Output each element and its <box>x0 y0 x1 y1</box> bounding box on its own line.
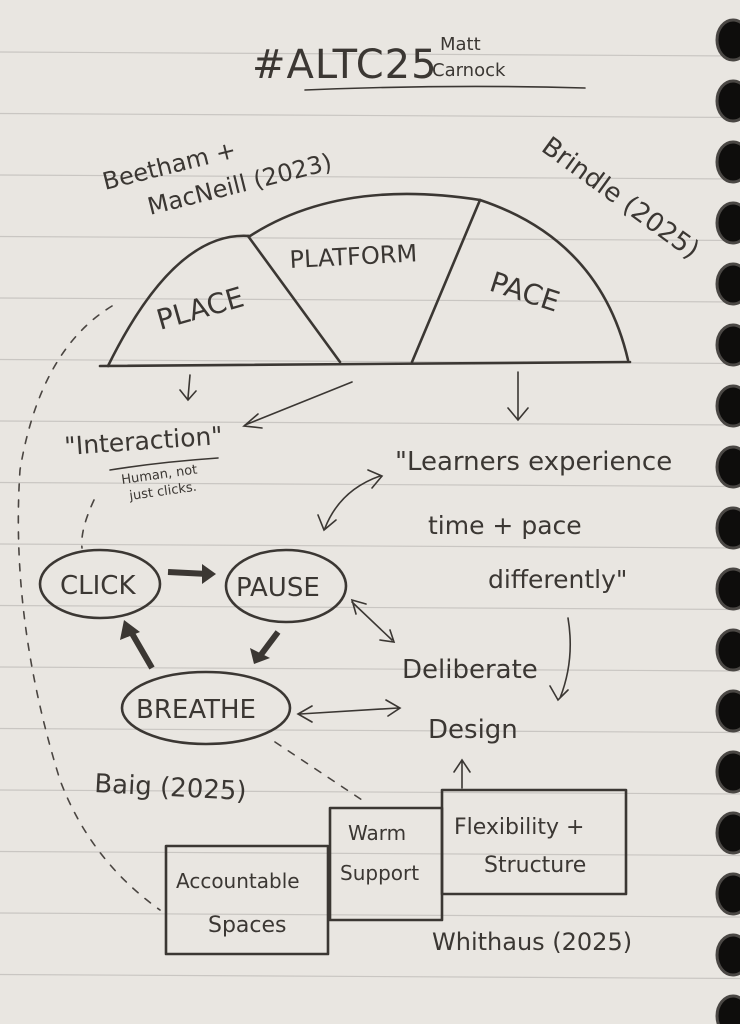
arch-segment-pace: PACE <box>486 265 564 318</box>
arrows-from-arch <box>179 371 529 429</box>
quote-line3: differently" <box>488 565 627 594</box>
spiral-ring <box>715 750 740 794</box>
spiral-ring <box>715 79 740 123</box>
dashed-link-interaction-click <box>80 499 95 549</box>
ruled-line <box>0 850 740 857</box>
spiral-ring <box>715 384 740 428</box>
spiral-ring <box>715 323 740 367</box>
author-first-name: Matt <box>440 34 481 55</box>
cycle-arrows <box>120 564 281 670</box>
citation-baig: Baig (2025) <box>94 769 248 807</box>
spiral-ring <box>715 872 740 916</box>
cycle-breathe: BREATHE <box>136 695 256 725</box>
ruled-line <box>0 973 740 980</box>
spiral-ring <box>715 689 740 733</box>
spiral-ring <box>715 445 740 489</box>
quote-to-design-arrow <box>549 617 572 702</box>
flex-to-design-arrow <box>453 758 471 789</box>
box-warm-line1: Warm <box>348 821 406 845</box>
flexibility-structure-box <box>440 788 628 896</box>
spiral-ring <box>715 140 740 184</box>
place-platform-pace-arch <box>98 192 632 368</box>
ruled-line <box>0 481 740 488</box>
ruled-line <box>0 112 740 119</box>
spiral-ring <box>715 18 740 62</box>
spiral-ring <box>715 262 740 306</box>
spiral-ring <box>715 994 740 1024</box>
ruled-line <box>0 543 740 549</box>
design-line2: Design <box>428 715 518 745</box>
cycle-pause: PAUSE <box>236 573 320 603</box>
box-accountable-line1: Accountable <box>176 869 300 893</box>
dashed-link-left <box>17 305 161 911</box>
spiral-ring <box>715 567 740 611</box>
spiral-ring <box>715 811 740 855</box>
ruled-line <box>0 789 740 795</box>
spiral-binding <box>715 18 740 1024</box>
arch-segment-place: PLACE <box>153 280 248 336</box>
box-flex-line2: Structure <box>484 853 586 878</box>
quote-to-cycle-arrow <box>317 469 384 532</box>
spiral-ring <box>715 628 740 672</box>
ruled-line <box>0 604 740 611</box>
ruled-line <box>0 912 740 918</box>
accountable-spaces-box <box>164 844 330 956</box>
ruled-line <box>0 235 740 242</box>
box-accountable-line2: Spaces <box>208 913 287 938</box>
arch-segment-platform: PLATFORM <box>289 239 418 274</box>
box-warm-line2: Support <box>340 861 419 885</box>
quote-line1: "Learners experience <box>395 447 672 477</box>
ruled-line <box>0 174 740 180</box>
spiral-ring <box>715 933 740 977</box>
ruled-lines <box>0 51 740 980</box>
breathe-design-arrow <box>296 699 402 723</box>
spiral-ring <box>715 506 740 550</box>
design-line1: Deliberate <box>402 655 538 685</box>
breathe-oval <box>120 670 292 746</box>
click-oval <box>38 548 162 620</box>
ruled-line <box>0 666 740 672</box>
author-last-name: Carnock <box>432 60 506 81</box>
interaction-underline <box>109 457 219 471</box>
cycle-click: CLICK <box>60 571 136 601</box>
ruled-line <box>0 51 740 57</box>
title-underline <box>304 85 586 91</box>
dashed-link-breathe-warm <box>274 741 366 803</box>
design-to-pause-arrow <box>350 598 396 643</box>
pause-oval <box>224 548 348 624</box>
citation-whithaus: Whithaus (2025) <box>432 928 632 956</box>
ruled-line <box>0 420 740 426</box>
quote-line2: time + pace <box>428 511 582 540</box>
interaction-label: "Interaction" <box>63 421 223 461</box>
ruled-line <box>0 297 740 303</box>
conference-title: #ALTC25 <box>252 42 438 88</box>
box-flex-line1: Flexibility + <box>454 815 584 840</box>
spiral-ring <box>715 201 740 245</box>
ruled-line <box>0 727 740 734</box>
